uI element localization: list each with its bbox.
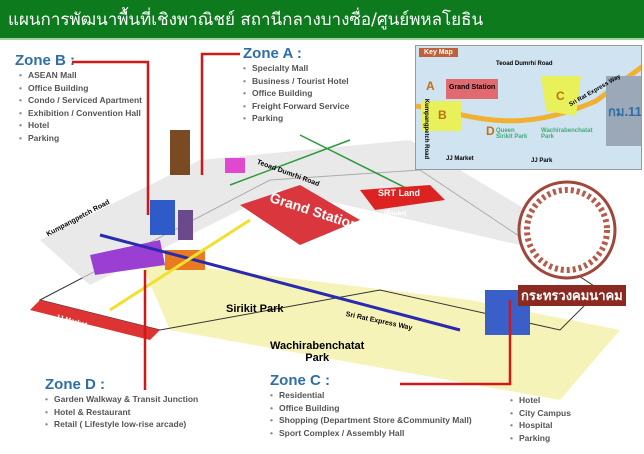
list-item: Hotel & Restaurant — [45, 406, 198, 419]
key-map-road: Teoad Dumrhi Road — [496, 61, 553, 67]
key-map-jj-park: JJ Park — [531, 158, 553, 164]
zone-b-title: Zone B : — [15, 52, 75, 69]
key-map-km11: กม.11 — [608, 104, 642, 119]
ministry-seal — [517, 180, 617, 280]
ministry-name: กระทรวงคมนาคม — [518, 285, 626, 306]
list-item: Parking — [19, 132, 142, 145]
key-map-zone-a: A — [426, 79, 435, 93]
label-line: Park — [305, 352, 330, 364]
zone-c-info: Zone C : ResidentialOffice BuildingShopp… — [270, 372, 472, 439]
zone-d-info: Zone D : Garden Walkway & Transit Juncti… — [45, 376, 198, 431]
key-map-station: Grand Station — [449, 84, 496, 91]
list-item: Residential — [270, 389, 472, 402]
zone-b-tower — [150, 200, 175, 235]
list-item: Condo / Serviced Apartment — [19, 94, 142, 107]
zone-b-info: Zone B : ASEAN MallOffice BuildingCondo … — [15, 52, 142, 144]
key-map-market: JJ Market — [446, 156, 474, 162]
zone-a-info: Zone A : Specialty MallBusiness / Touris… — [243, 45, 349, 125]
rail-yard — [40, 140, 560, 285]
expressway-line — [99, 233, 461, 332]
zone-c-title: Zone C : — [270, 372, 330, 389]
list-item: Hotel — [19, 119, 142, 132]
list-item: Specialty Mall — [243, 62, 349, 75]
key-map: Key Map Teoad Dumrhi Road Grand Station … — [415, 45, 642, 170]
list-item: Hotel — [510, 394, 571, 407]
key-map-title: Key Map — [419, 48, 458, 57]
label-line: Wachirabenchatat — [270, 340, 365, 352]
list-item: Office Building — [243, 87, 349, 100]
grand-station-roof — [240, 185, 360, 245]
list-item: Sport Complex / Assembly Hall — [270, 427, 472, 440]
label-line: Sirikit Park — [226, 303, 284, 315]
queen-sirikit-park-label: Sirikit Park — [226, 303, 283, 315]
list-item: Parking — [243, 112, 349, 125]
list-item: Hospital — [510, 419, 571, 432]
list-item: Office Building — [19, 82, 142, 95]
jj-market-road — [30, 300, 160, 340]
list-item: Freight Forward Service — [243, 100, 349, 113]
key-map-zone-d: D — [486, 124, 495, 138]
list-item: Retail ( Lifestyle low-rise arcade) — [45, 418, 198, 431]
list-item: Parking — [510, 432, 571, 445]
list-item: Garden Walkway & Transit Junction — [45, 393, 198, 406]
key-map-road2: Kumpangpetch Road — [423, 98, 430, 160]
key-map-zone-c: C — [556, 89, 565, 103]
list-item: Exhibition / Convention Hall — [19, 107, 142, 120]
list-item: Business / Tourist Hotel — [243, 75, 349, 88]
list-item: ASEAN Mall — [19, 69, 142, 82]
list-item: Office Building — [270, 402, 472, 415]
zone-c-info-extra: HotelCity CampusHospitalParking — [510, 394, 571, 444]
list-item: City Campus — [510, 407, 571, 420]
zone-a-tower — [170, 130, 190, 175]
srt-land-label: SRT Land — [378, 188, 420, 198]
key-map-park: Queen Sirikit Park — [496, 128, 528, 140]
list-item: Shopping (Department Store &Community Ma… — [270, 414, 472, 427]
zone-a-title: Zone A : — [243, 45, 302, 62]
zone-d-title: Zone D : — [45, 376, 105, 393]
park-area — [140, 260, 620, 400]
page-title: แผนการพัฒนาพื้นที่เชิงพาณิชย์ สถานีกลางบ… — [0, 0, 644, 40]
key-map-park: Wachirabenchatat Park — [541, 128, 593, 140]
key-map-zone-b: B — [438, 108, 447, 122]
srt-land — [360, 185, 445, 210]
